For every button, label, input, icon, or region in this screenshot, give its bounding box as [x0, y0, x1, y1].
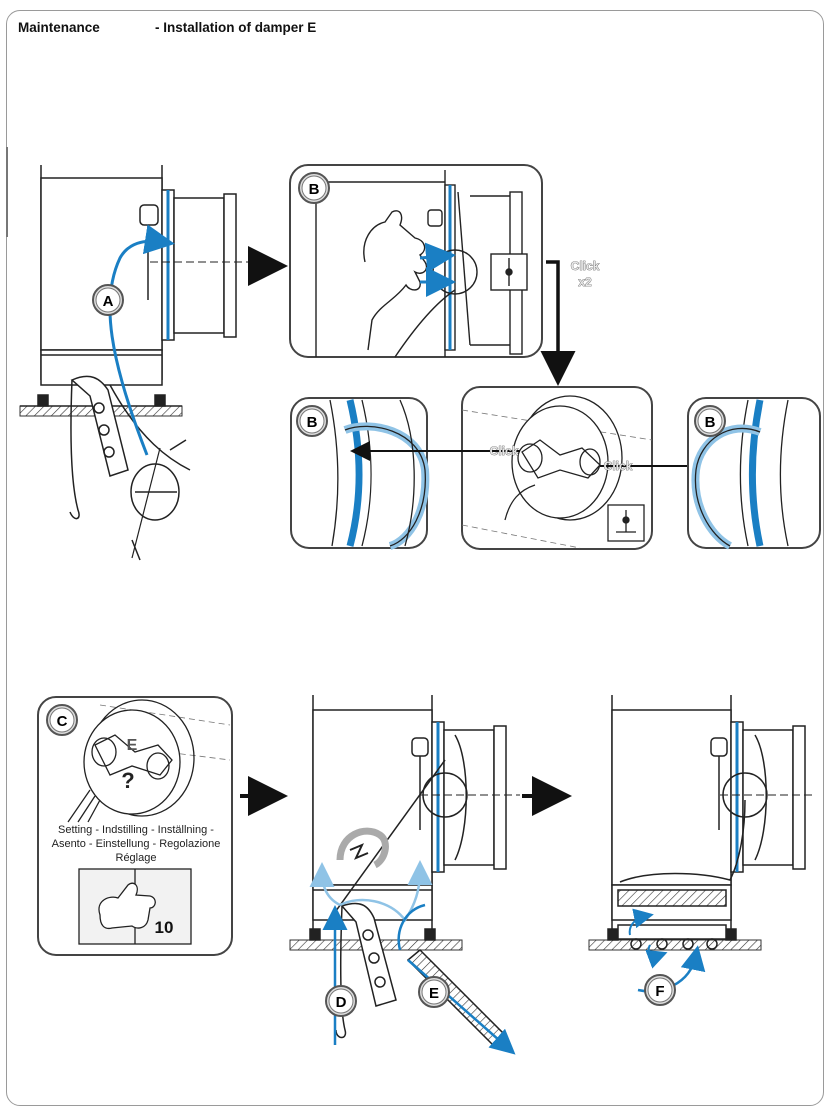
panel-b-main: B	[289, 164, 543, 358]
count-label: 10	[155, 918, 174, 937]
marker-d-label: D	[336, 994, 347, 1011]
click-label-left: Click	[490, 444, 519, 458]
marker-b-left-label: B	[307, 414, 318, 431]
marker-f: F	[644, 974, 676, 1006]
arrow-e-curve	[397, 903, 426, 951]
click-count-label: x2	[578, 275, 592, 289]
panel-b-right: B	[687, 397, 821, 550]
marker-e: E	[418, 976, 450, 1008]
marker-a-label: A	[103, 293, 114, 310]
marker-c: C	[46, 704, 78, 736]
marker-b-right: B	[694, 405, 726, 437]
marker-b-right-label: B	[705, 414, 716, 431]
marker-d: D	[325, 985, 357, 1017]
page-frame	[6, 10, 824, 1106]
arrow-f-rot-2	[645, 944, 668, 969]
panel-c: E ? 10 C	[37, 696, 233, 956]
section-title: Maintenance	[18, 20, 100, 35]
setting-line-1: Setting - Indstilling - Inställning -	[58, 824, 214, 836]
page-subtitle: - Installation of damper E	[155, 20, 317, 35]
margin-rule	[6, 147, 8, 237]
click-label-right: Click	[604, 459, 633, 473]
setting-line-3: Réglage	[115, 852, 157, 864]
panel-b-left: B	[290, 397, 430, 550]
click-label-double: Click	[571, 259, 600, 273]
part-e-label: E	[127, 737, 138, 754]
marker-e-label: E	[429, 985, 439, 1002]
marker-b-main: B	[298, 172, 330, 204]
marker-b-label: B	[309, 181, 320, 198]
arrow-e-out	[407, 959, 516, 1055]
marker-b-left: B	[296, 405, 328, 437]
step-f-unit	[588, 695, 815, 951]
marker-c-label: C	[57, 713, 68, 730]
question-mark: ?	[121, 768, 134, 793]
setting-line-2: Asento - Einstellung - Regolazione	[51, 838, 221, 850]
panel-damper-detail	[461, 386, 653, 550]
marker-f-label: F	[655, 983, 664, 1000]
setting-caption: Setting - Indstilling - Inställning - As…	[40, 823, 232, 865]
step-de-unit	[289, 695, 520, 1047]
step-arrow-2	[540, 260, 576, 386]
marker-a: A	[92, 284, 124, 316]
arrow-light-2	[309, 862, 341, 907]
step-a-unit	[19, 165, 250, 561]
arrow-a	[108, 224, 175, 456]
arrow-f-rot-1	[628, 908, 654, 936]
